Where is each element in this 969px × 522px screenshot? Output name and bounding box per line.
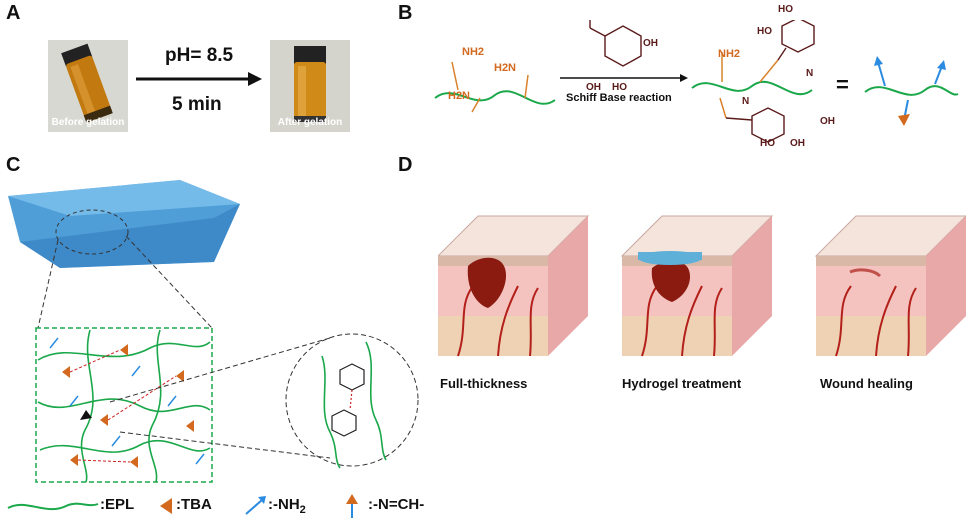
epl-chain-simplified: [864, 85, 959, 96]
legend-tba-label: :TBA: [176, 496, 212, 513]
legend-epl-label: :EPL: [100, 496, 135, 513]
legend-nh2-swatch: [245, 496, 266, 515]
schiff-base-scheme: [434, 20, 959, 143]
before-gelation-caption: Before gelation: [51, 117, 125, 128]
oh-label-4: HO: [778, 4, 793, 15]
legend-epl-swatch: [7, 502, 99, 511]
skin-block-full-thickness: [438, 215, 590, 357]
legend-imine-swatch: [346, 494, 358, 518]
equals-sign: =: [836, 72, 849, 97]
oh-label-7: HO: [760, 138, 775, 149]
panel-a-label: A: [6, 2, 21, 24]
oh-label-3: HO: [612, 82, 627, 93]
oh-label-6: OH: [820, 116, 835, 127]
before-gelation-photo: [48, 40, 128, 132]
tba-molecule: [589, 20, 642, 67]
amine-label-1: NH2: [462, 46, 485, 58]
epl-network-chains: [37, 329, 211, 483]
imine-n-label-1: N: [806, 68, 814, 79]
crosslink-lines: [69, 349, 177, 463]
imine-n-label-2: N: [742, 96, 750, 107]
amine-label-2: H2N: [494, 62, 517, 74]
skin-block-hydrogel-treatment: [620, 215, 774, 357]
schiff-base-reaction-label: Schiff Base reaction: [566, 92, 672, 104]
legend-imine-label: :-N=CH-: [368, 496, 425, 513]
oh-label-8: OH: [790, 138, 805, 149]
after-gelation-photo: [270, 40, 350, 132]
black-pointer: [80, 410, 92, 420]
after-gelation-caption: After gelation: [277, 117, 343, 128]
nh2-markers: [49, 337, 205, 465]
panel-b-label: B: [398, 2, 413, 24]
nh2-product-label: NH2: [718, 48, 741, 60]
caption-full-thickness: Full-thickness: [440, 376, 528, 391]
oh-label-1: OH: [643, 38, 658, 49]
legend-nh2-subscript: 2: [299, 504, 306, 516]
vial-before-image: [48, 40, 128, 132]
time-label: 5 min: [172, 94, 222, 115]
oh-label-2: OH: [586, 82, 601, 93]
zoom-circle-crosslink: [285, 333, 419, 467]
epl-chain-left: [434, 90, 556, 105]
hydrogel-network-illustration: [8, 180, 419, 483]
wound-healing-skin-illustrations: [438, 215, 966, 357]
caption-hydrogel-treatment: Hydrogel treatment: [622, 376, 742, 391]
crosslink-detail: [321, 341, 387, 469]
panel-d-label: D: [398, 154, 413, 176]
vial-after-image: [270, 40, 350, 132]
epl-chain-product: [691, 80, 813, 96]
oh-label-5: HO: [757, 26, 772, 37]
ph-condition-label: pH= 8.5: [165, 45, 234, 66]
panel-c-label: C: [6, 154, 21, 176]
skin-block-wound-healing: [814, 215, 966, 357]
legend-nh2-label: :-NH2: [268, 496, 306, 516]
amine-label-3: H2N: [448, 90, 471, 102]
tba-markers: [62, 344, 194, 468]
legend-tba-swatch: [160, 498, 172, 514]
network-zoom-box: [35, 327, 213, 483]
caption-wound-healing: Wound healing: [820, 376, 913, 391]
zoom-circle-small: [55, 209, 129, 255]
gelation-arrow: [136, 72, 262, 86]
